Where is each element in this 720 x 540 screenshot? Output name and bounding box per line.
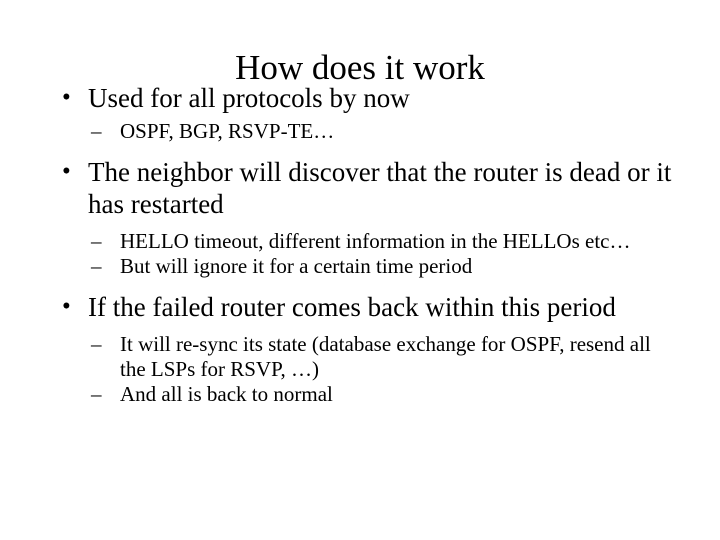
- bullet-dash-icon: –: [91, 119, 102, 143]
- bullet-dot-icon: •: [62, 158, 71, 185]
- spacer: [58, 221, 678, 229]
- bullet-level2-text: And all is back to normal: [120, 382, 333, 406]
- spacer: [58, 144, 678, 156]
- slide-title: How does it work: [235, 48, 485, 88]
- bullet-level2-text: But will ignore it for a certain time pe…: [120, 254, 473, 278]
- bullet-dash-icon: –: [91, 332, 102, 356]
- bullet-level2: – HELLO timeout, different information i…: [58, 229, 678, 254]
- bullet-level1: • Used for all protocols by now: [58, 82, 678, 114]
- bullet-level2: – It will re-sync its state (database ex…: [58, 332, 678, 382]
- bullet-level1-text: Used for all protocols by now: [88, 83, 410, 113]
- bullet-level1-text: The neighbor will discover that the rout…: [88, 157, 672, 219]
- bullet-level2-text: HELLO timeout, different information in …: [120, 229, 631, 253]
- bullet-level1: • If the failed router comes back within…: [58, 291, 678, 323]
- spacer: [58, 324, 678, 332]
- bullet-level1: • The neighbor will discover that the ro…: [58, 156, 678, 220]
- bullet-dash-icon: –: [91, 382, 102, 406]
- bullet-level2: – OSPF, BGP, RSVP-TE…: [58, 119, 678, 144]
- bullet-dash-icon: –: [91, 229, 102, 253]
- bullet-level2: – But will ignore it for a certain time …: [58, 254, 678, 279]
- slide-body: • Used for all protocols by now – OSPF, …: [58, 82, 678, 407]
- bullet-dash-icon: –: [91, 254, 102, 278]
- bullet-dot-icon: •: [62, 293, 71, 320]
- bullet-level2-text: OSPF, BGP, RSVP-TE…: [120, 119, 335, 143]
- bullet-dot-icon: •: [62, 84, 71, 111]
- bullet-level1-text: If the failed router comes back within t…: [88, 292, 616, 322]
- bullet-level2: – And all is back to normal: [58, 382, 678, 407]
- bullet-level2-text: It will re-sync its state (database exch…: [120, 332, 651, 381]
- spacer: [58, 279, 678, 291]
